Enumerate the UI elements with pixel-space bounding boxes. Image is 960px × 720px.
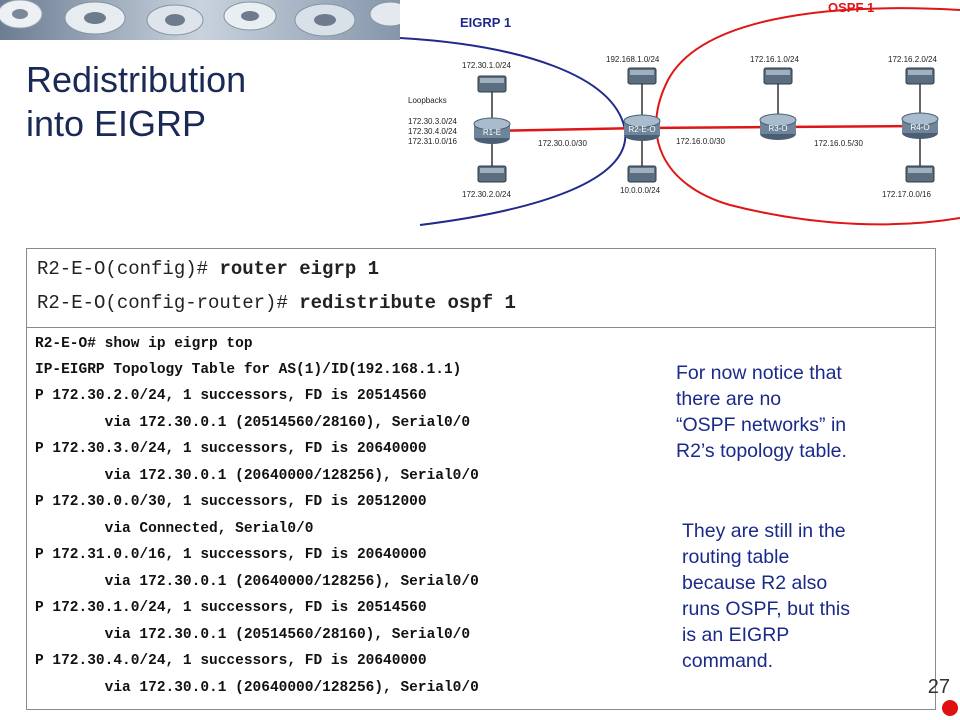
output-line: via 172.30.0.1 (20640000/128256), Serial… — [35, 680, 479, 696]
loopbacks-title: Loopbacks — [408, 96, 447, 105]
note-line: For now notice that — [676, 362, 842, 384]
switch-r2-bottom — [627, 165, 657, 183]
switch-r1-bottom — [477, 165, 507, 183]
note-line: command. — [682, 650, 774, 672]
header-banner-image — [0, 0, 400, 40]
slide-title-line1: Redistribution — [26, 59, 247, 100]
switch-r3-top — [763, 67, 793, 85]
router-r1: R1-E — [473, 117, 511, 144]
slide-title-line2: into EIGRP — [26, 103, 207, 144]
switch-r1-top — [477, 75, 507, 93]
note-line: routing table — [682, 546, 790, 568]
switch-r4-bottom — [905, 165, 935, 183]
note-topology: For now notice that there are no “OSPF n… — [676, 360, 847, 464]
link-r2-r3-label: 172.16.0.0/30 — [676, 137, 725, 146]
config-command-box: R2-E-O(config)# router eigrp 1 R2-E-O(co… — [26, 248, 936, 328]
note-line: R2’s topology table. — [676, 440, 847, 462]
output-line: P 172.30.3.0/24, 1 successors, FD is 206… — [35, 441, 427, 457]
network-topology-diagram: EIGRP 1 OSPF 1 R1-E R2-E-O R3-O R4-O — [400, 0, 960, 226]
net-r1-top: 172.30.1.0/24 — [462, 61, 511, 70]
eigrp-label: EIGRP 1 — [460, 15, 511, 30]
command-prompt: R2-E-O(config)# — [37, 258, 220, 280]
command-line-2: R2-E-O(config-router)# redistribute ospf… — [37, 292, 516, 314]
note-line: is an EIGRP — [682, 624, 790, 646]
router-r3: R3-O — [759, 113, 797, 140]
router-r4: R4-O — [901, 112, 939, 139]
ospf-boundary — [655, 7, 960, 226]
router-r1-label: R1-E — [483, 128, 501, 137]
output-line: IP-EIGRP Topology Table for AS(1)/ID(192… — [35, 362, 462, 378]
output-line: R2-E-O# show ip eigrp top — [35, 336, 253, 352]
net-r4-bottom: 172.17.0.0/16 — [882, 190, 931, 199]
output-line: via 172.30.0.1 (20640000/128256), Serial… — [35, 574, 479, 590]
command-prompt: R2-E-O(config-router)# — [37, 292, 300, 314]
net-r4-top: 172.16.2.0/24 — [888, 55, 937, 64]
link-r1-r2 — [491, 126, 643, 133]
net-r3-top: 172.16.1.0/24 — [750, 55, 799, 64]
output-line: via Connected, Serial0/0 — [35, 521, 314, 537]
router-r3-label: R3-O — [768, 124, 787, 133]
note-line: runs OSPF, but this — [682, 598, 850, 620]
page-number: 27 — [927, 676, 950, 698]
output-line: via 172.30.0.1 (20640000/128256), Serial… — [35, 468, 479, 484]
link-r3-r4-label: 172.16.0.5/30 — [814, 139, 863, 148]
output-line: P 172.30.1.0/24, 1 successors, FD is 205… — [35, 600, 427, 616]
output-line: P 172.30.2.0/24, 1 successors, FD is 205… — [35, 388, 427, 404]
loopback-1: 172.30.3.0/24 — [408, 117, 457, 126]
note-routing-table: They are still in the routing table beca… — [682, 518, 850, 674]
output-line: via 172.30.0.1 (20514560/28160), Serial0… — [35, 415, 471, 431]
switch-r2-top — [627, 67, 657, 85]
loopback-2: 172.30.4.0/24 — [408, 127, 457, 136]
show-output-box: R2-E-O# show ip eigrp top IP-EIGRP Topol… — [26, 327, 936, 710]
loopback-3: 172.31.0.0/16 — [408, 137, 457, 146]
router-r4-label: R4-O — [910, 123, 929, 132]
output-line: P 172.30.4.0/24, 1 successors, FD is 206… — [35, 653, 427, 669]
note-line: there are no — [676, 388, 782, 410]
note-line: because R2 also — [682, 572, 828, 594]
red-dot-marker — [942, 700, 958, 716]
link-r3-r4 — [777, 124, 921, 129]
command-line-1: R2-E-O(config)# router eigrp 1 — [37, 258, 379, 280]
command-text: redistribute ospf 1 — [299, 292, 516, 314]
net-r2-bottom: 10.0.0.0/24 — [620, 186, 661, 195]
switch-r4-top — [905, 67, 935, 85]
output-line: P 172.31.0.0/16, 1 successors, FD is 206… — [35, 547, 427, 563]
ospf-label: OSPF 1 — [828, 0, 874, 15]
output-line: via 172.30.0.1 (20514560/28160), Serial0… — [35, 627, 471, 643]
net-r2-top: 192.168.1.0/24 — [606, 55, 660, 64]
output-line: P 172.30.0.0/30, 1 successors, FD is 205… — [35, 494, 427, 510]
slide-title: Redistribution into EIGRP — [26, 58, 246, 146]
note-line: They are still in the — [682, 520, 846, 542]
command-text: router eigrp 1 — [219, 258, 380, 280]
note-line: “OSPF networks” in — [676, 414, 847, 436]
net-r1-bottom: 172.30.2.0/24 — [462, 190, 511, 199]
link-r1-r2-label: 172.30.0.0/30 — [538, 139, 587, 148]
link-r2-r3 — [641, 125, 779, 130]
router-r2-label: R2-E-O — [628, 125, 655, 134]
router-r2: R2-E-O — [623, 114, 661, 141]
